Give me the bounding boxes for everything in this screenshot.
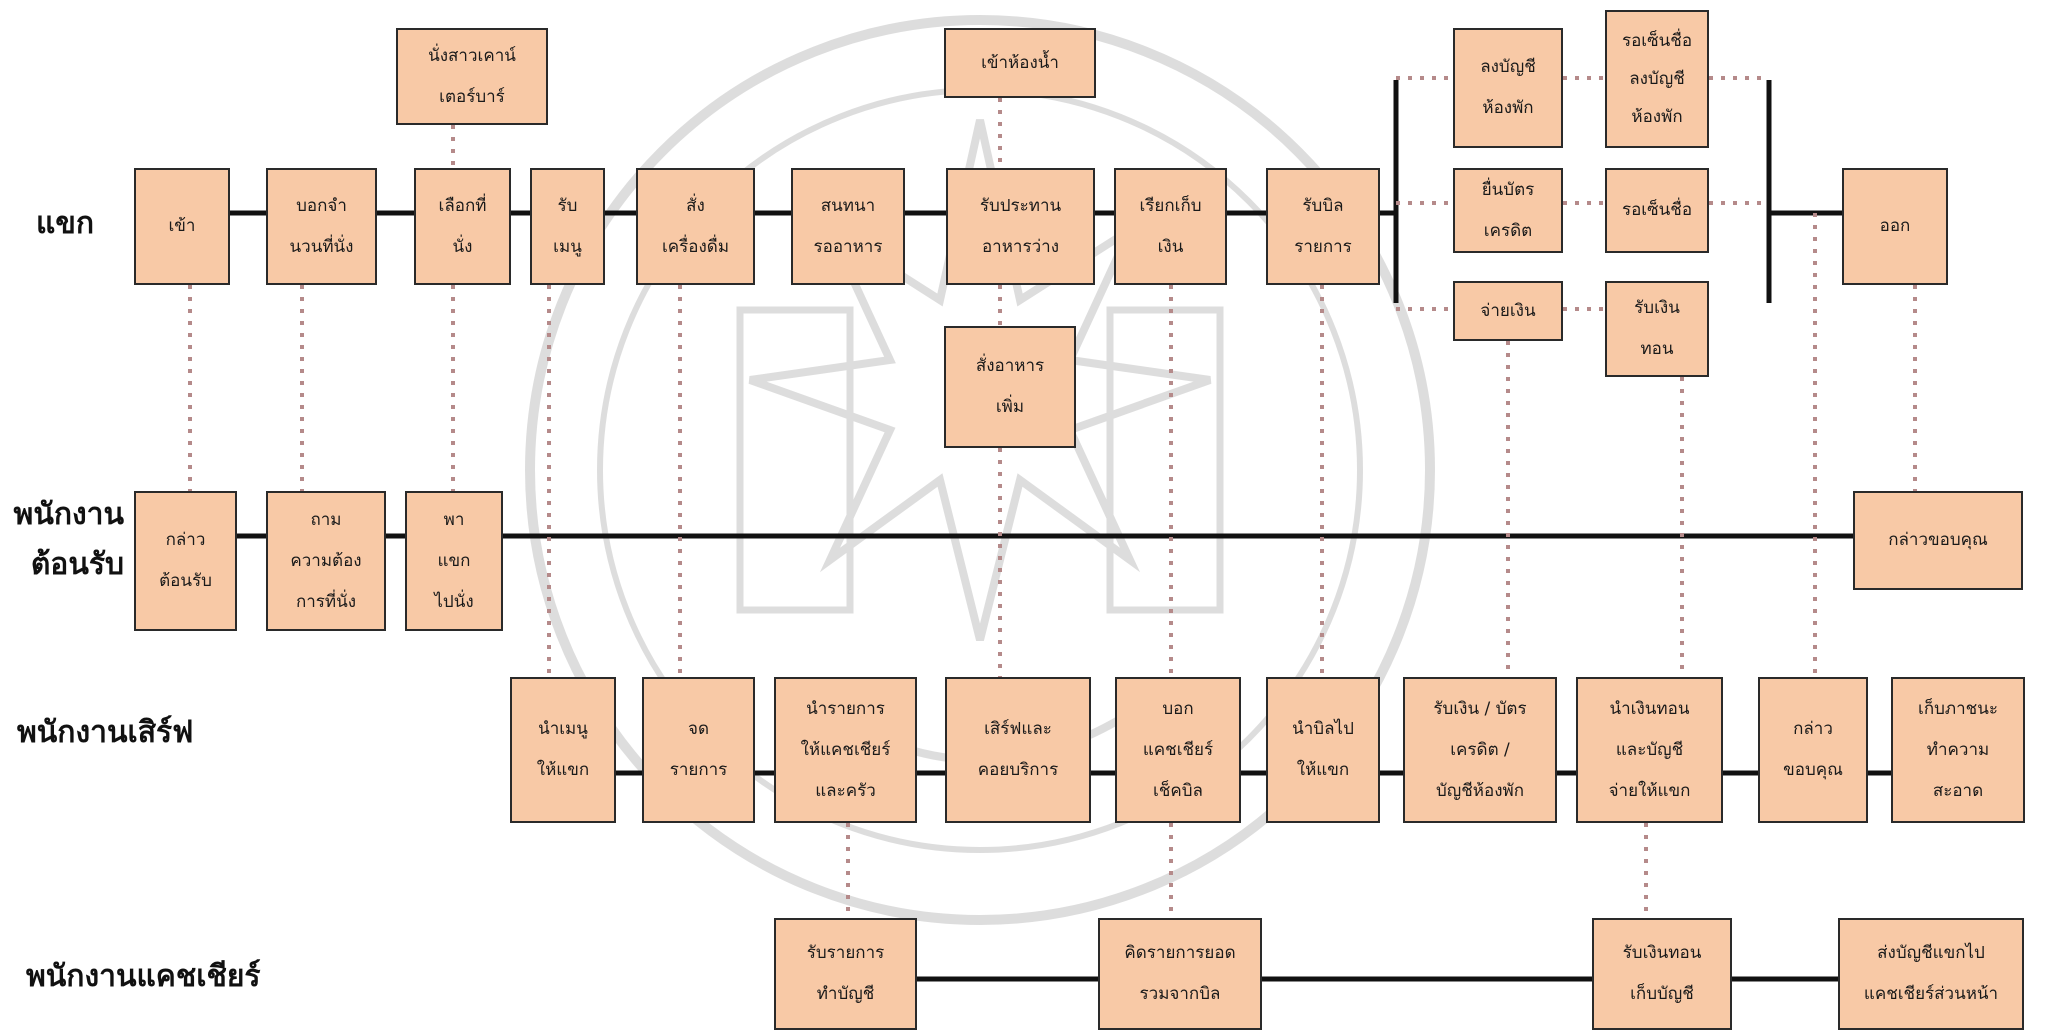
step-reception-ask-seat: ถาม ความต้อง การที่นั่ง (266, 491, 386, 631)
lane-label-reception-line2: ต้อนรับ (30, 547, 124, 582)
lane-label-server: พนักงานเสิร์ฟ (17, 715, 194, 750)
step-reception-lead-guest: พา แขก ไปนั่ง (405, 491, 503, 631)
step-server-serve: เสิร์ฟและ คอยบริการ (945, 677, 1091, 823)
step-guest-sign: รอเซ็นชื่อ (1605, 168, 1709, 253)
step-guest-sign-room: รอเซ็นชื่อ ลงบัญชี ห้องพัก (1605, 10, 1709, 148)
lane-label-reception-line1: พนักงาน (13, 497, 124, 532)
step-guest-enter: เข้า (134, 168, 230, 285)
step-guest-eat-appetizer: รับประทาน อาหารว่าง (946, 168, 1095, 285)
step-cashier-receive-order: รับรายการ ทำบัญชี (774, 918, 917, 1030)
step-guest-pay-cash: จ่ายเงิน (1453, 281, 1563, 341)
step-server-clear-table: เก็บภาชนะ ทำความ สะอาด (1891, 677, 2025, 823)
step-reception-greet: กล่าว ต้อนรับ (134, 491, 237, 631)
step-cashier-receive-change: รับเงินทอน เก็บบัญชี (1592, 918, 1732, 1030)
lane-label-cashier: พนักงานแคชเชียร์ (26, 959, 261, 994)
step-guest-bar-counter: นั่งสาวเคาน์ เตอร์บาร์ (396, 28, 548, 125)
step-guest-exit: ออก (1842, 168, 1948, 285)
step-guest-party-size: บอกจำ นวนที่นั่ง (266, 168, 377, 285)
step-server-order-to-kitchen: นำรายการ ให้แคชเชียร์ และครัว (774, 677, 917, 823)
step-guest-choose-seat: เลือกที่ นั่ง (414, 168, 511, 285)
step-server-bring-menu: นำเมนู ให้แขก (510, 677, 616, 823)
step-guest-order-more: สั่งอาหาร เพิ่ม (944, 326, 1076, 448)
step-guest-credit-card: ยื่นบัตร เครดิต (1453, 168, 1563, 253)
step-cashier-send-to-front: ส่งบัญชีแขกไป แคชเชียร์ส่วนหน้า (1838, 918, 2024, 1030)
step-server-bring-bill: นำบิลไป ให้แขก (1266, 677, 1380, 823)
step-guest-change: รับเงิน ทอน (1605, 281, 1709, 377)
step-guest-room-charge: ลงบัญชี ห้องพัก (1453, 28, 1563, 148)
lane-label-reception: พนักงาน ต้อนรับ (8, 490, 124, 590)
step-guest-restroom: เข้าห้องน้ำ (944, 28, 1096, 98)
step-server-tell-cashier: บอก แคชเชียร์ เช็คบิล (1115, 677, 1241, 823)
step-guest-receive-menu: รับ เมนู (530, 168, 605, 285)
step-guest-receive-bill: รับบิล รายการ (1266, 168, 1380, 285)
lane-label-guest: แขก (36, 206, 95, 241)
step-guest-chat-wait: สนทนา รออาหาร (791, 168, 905, 285)
step-cashier-compute-total: คิดรายการยอด รวมจากบิล (1098, 918, 1262, 1030)
step-server-take-order: จด รายการ (642, 677, 755, 823)
step-reception-thank: กล่าวขอบคุณ (1853, 491, 2023, 590)
step-server-return-change: นำเงินทอน และบัญชี จ่ายให้แขก (1576, 677, 1723, 823)
step-guest-order-drinks: สั่ง เครื่องดื่ม (636, 168, 755, 285)
step-server-collect-payment: รับเงิน / บัตร เครดิต / บัญชีห้องพัก (1403, 677, 1557, 823)
step-server-thank: กล่าว ขอบคุณ (1758, 677, 1868, 823)
step-guest-call-bill: เรียกเก็บ เงิน (1114, 168, 1227, 285)
